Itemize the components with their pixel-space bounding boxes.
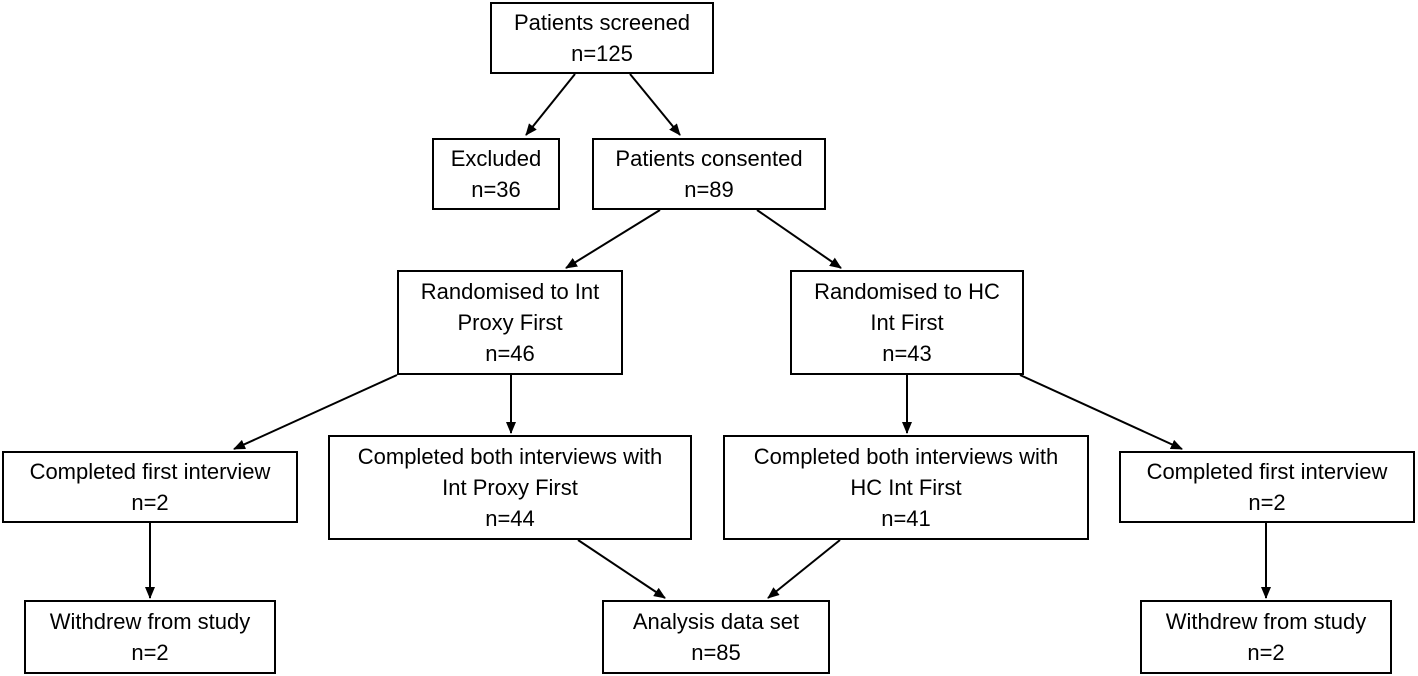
analysis-data-set-count: n=85 [691,640,741,665]
completed-first-left-count: n=2 [131,490,169,515]
randomised-hc-int-first-box: Randomised to HC Int First n=43 [790,270,1024,375]
withdrew-right-count: n=2 [1247,640,1285,665]
arrow-screened-to-excluded [525,73,576,136]
analysis-data-set-label: Analysis data set [632,609,800,634]
patients-consented-count: n=89 [684,177,734,202]
excluded-label: Excluded [450,146,542,171]
arrow-both-hc-to-analysis [767,539,841,599]
completed-first-right-label: Completed first interview [1146,459,1388,484]
patients-screened-count: n=125 [571,41,633,66]
arrow-rand-hc-to-first-right [1019,374,1183,450]
completed-both-hc-int-first-box: Completed both interviews with HC Int Fi… [723,435,1089,540]
patients-consented-box: Patients consented n=89 [592,138,826,210]
randomised-int-count: n=46 [485,341,535,366]
completed-both-hc-label-line1: Completed both interviews with [753,444,1059,469]
completed-first-right-count: n=2 [1248,490,1286,515]
withdrew-left-label: Withdrew from study [49,609,251,634]
withdrew-left-count: n=2 [131,640,169,665]
completed-first-interview-right-box: Completed first interview n=2 [1119,451,1415,523]
completed-both-hc-count: n=41 [881,506,931,531]
patients-screened-box: Patients screened n=125 [490,2,714,74]
analysis-data-set-box: Analysis data set n=85 [602,600,830,674]
randomised-hc-count: n=43 [882,341,932,366]
arrow-both-int-to-analysis [577,539,666,599]
completed-first-interview-left-box: Completed first interview n=2 [2,451,298,523]
randomised-int-label-line2: Proxy First [457,310,563,335]
withdrew-from-study-left-box: Withdrew from study n=2 [24,600,276,674]
randomised-int-proxy-first-box: Randomised to Int Proxy First n=46 [397,270,623,375]
completed-first-left-label: Completed first interview [29,459,271,484]
arrow-consented-to-rand-int [565,209,661,269]
patients-screened-label: Patients screened [513,10,691,35]
completed-both-int-label-line1: Completed both interviews with [357,444,663,469]
randomised-int-label-line1: Randomised to Int [420,279,600,304]
completed-both-int-proxy-first-box: Completed both interviews with Int Proxy… [328,435,692,540]
completed-both-int-label-line2: Int Proxy First [442,475,578,500]
randomised-hc-label-line2: Int First [870,310,944,335]
withdrew-right-label: Withdrew from study [1165,609,1367,634]
excluded-count: n=36 [471,177,521,202]
arrow-rand-int-to-first-left [233,374,398,450]
randomised-hc-label-line1: Randomised to HC [814,279,1000,304]
completed-both-hc-label-line2: HC Int First [850,475,962,500]
withdrew-from-study-right-box: Withdrew from study n=2 [1140,600,1392,674]
completed-both-int-count: n=44 [485,506,535,531]
patients-consented-label: Patients consented [615,146,803,171]
arrow-screened-to-consented [629,73,681,136]
arrow-consented-to-rand-hc [756,209,842,269]
excluded-box: Excluded n=36 [432,138,560,210]
